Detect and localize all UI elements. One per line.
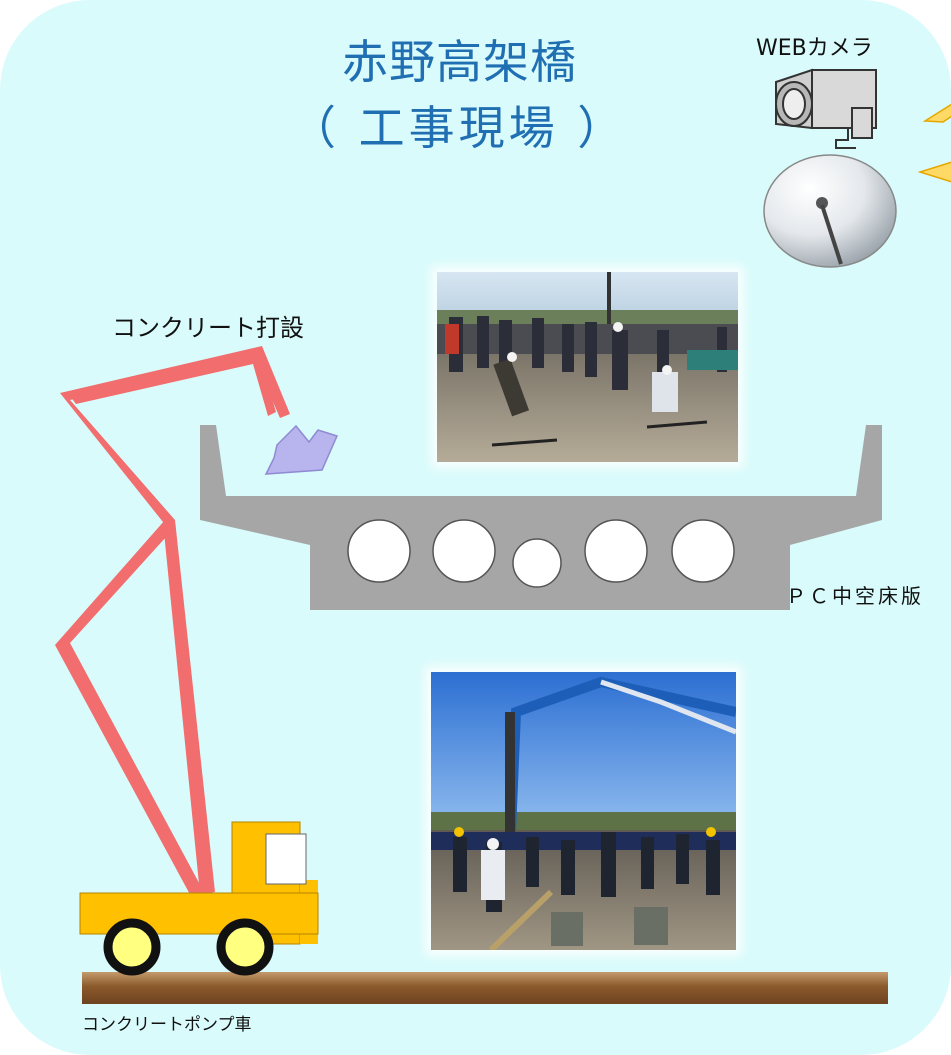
web-camera-label: WEBカメラ	[756, 36, 873, 61]
signal-bolt-icon	[917, 161, 951, 183]
dome-camera-icon	[763, 154, 897, 268]
truck-window	[265, 833, 307, 885]
slab-void-5	[671, 519, 735, 583]
truck-body	[79, 892, 319, 935]
pump-truck-label: コンクリートポンプ車	[82, 1015, 252, 1035]
diagram-title: 赤野高架橋	[0, 26, 951, 92]
slab-void-1	[347, 519, 411, 583]
concrete-pouring-label: コンクリート打設	[112, 314, 304, 342]
ground-strip	[82, 972, 888, 1004]
construction-photo-workers	[437, 272, 738, 462]
truck-wheel-front	[216, 918, 274, 976]
diagram-subtitle: （ 工事現場 ）	[290, 101, 628, 155]
pump-boom-lower	[55, 520, 205, 900]
truck-wheel-rear	[103, 918, 161, 976]
construction-photo-pump	[431, 672, 736, 950]
signal-bolt-icon	[922, 103, 951, 123]
title-line-1: 赤野高架橋	[342, 35, 577, 89]
pump-boom	[60, 346, 290, 894]
slab-void-4	[584, 519, 648, 583]
security-camera-icon	[775, 68, 877, 149]
pour-arrow-icon	[264, 424, 339, 475]
pc-slab-label: ＰＣ中空床版	[786, 584, 924, 608]
slab-void-2	[432, 519, 496, 583]
pump-boom-upper	[70, 352, 276, 416]
slab-void-3	[512, 538, 562, 588]
